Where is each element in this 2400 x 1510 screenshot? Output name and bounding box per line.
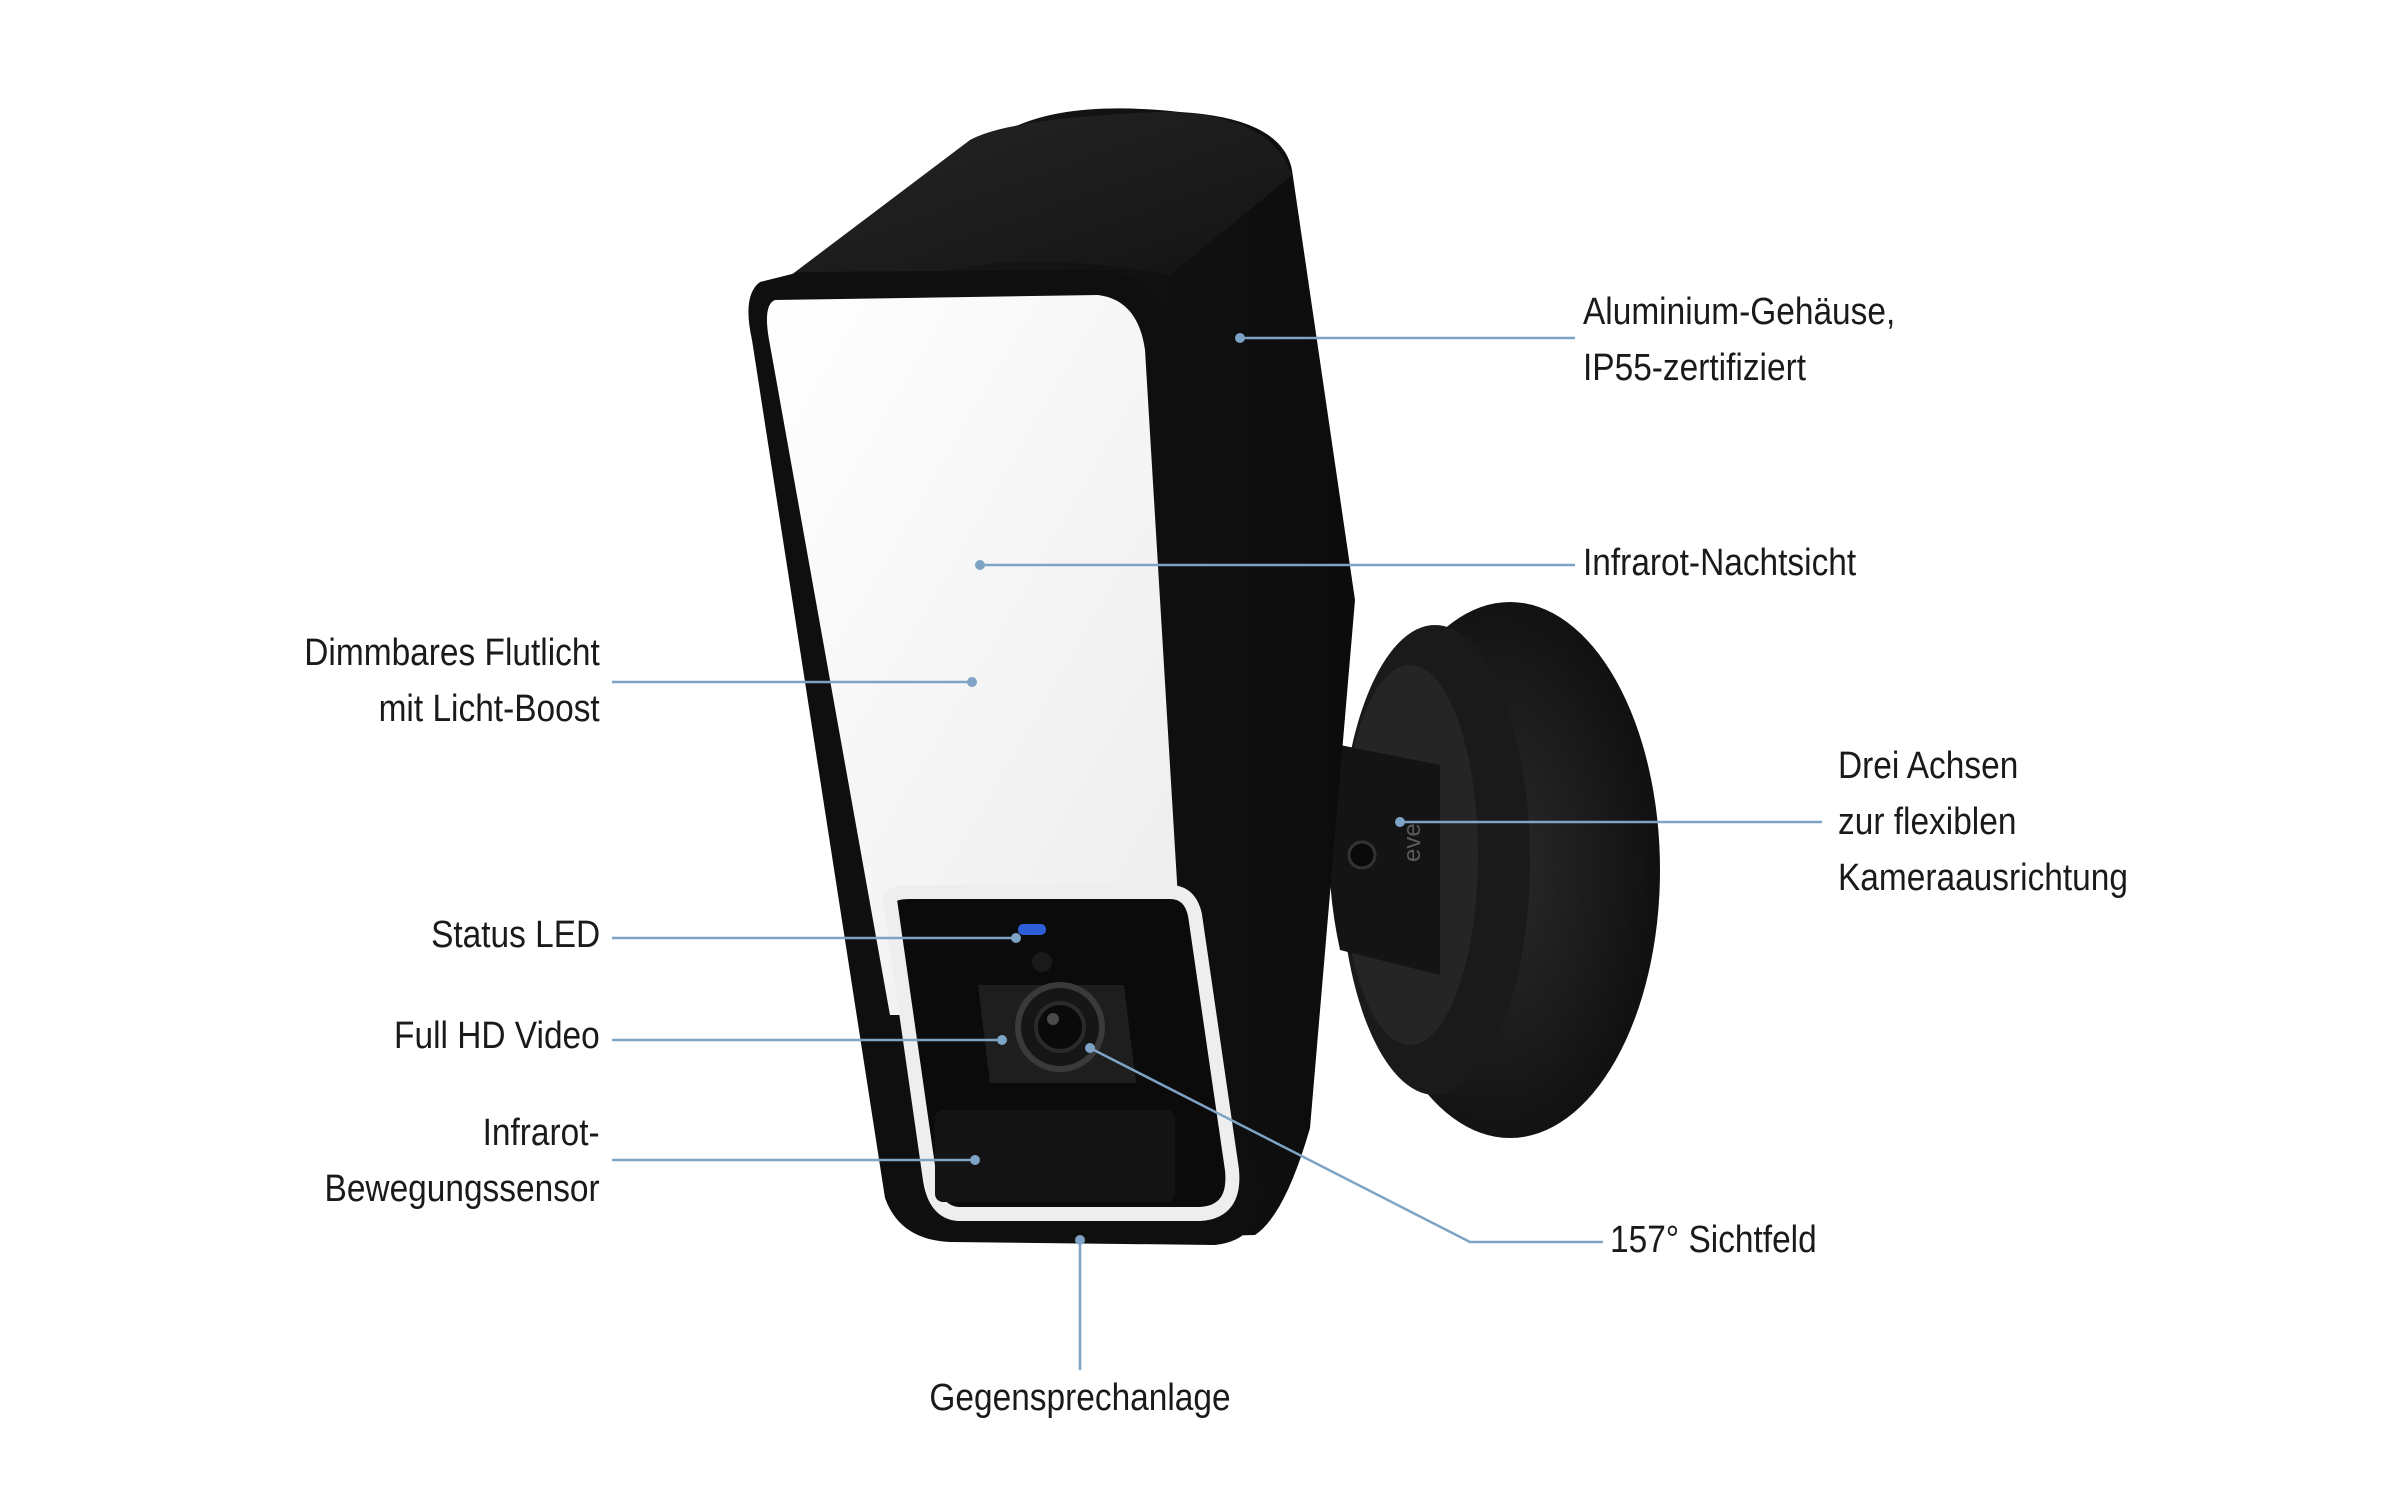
callout-night-vision: Infrarot-Nachtsicht <box>1583 535 1856 591</box>
status-led <box>1018 924 1046 935</box>
callout-housing-line-1: Aluminium-Gehäuse, <box>1583 291 1896 333</box>
callout-intercom: Gegensprechanlage <box>904 1370 1256 1426</box>
callout-intercom-line-1: Gegensprechanlage <box>929 1377 1231 1419</box>
callout-status-led: Status LED <box>431 907 600 963</box>
callout-status-led-line-1: Status LED <box>430 914 600 956</box>
callout-motion-sensor-line-1: Infrarot- <box>482 1112 600 1154</box>
camera-housing <box>748 108 1355 1245</box>
wall-mount: eve <box>1329 602 1660 1138</box>
callout-field-of-view: 157° Sichtfeld <box>1610 1212 1817 1268</box>
leader-lines <box>612 336 1822 1370</box>
callout-motion-sensor: Infrarot- Bewegungssensor <box>325 1105 600 1217</box>
callout-axes: Drei Achsen zur flexiblen Kameraausricht… <box>1838 738 2128 906</box>
leader-dots <box>967 333 1405 1245</box>
callout-axes-line-3: Kameraausrichtung <box>1838 857 2128 899</box>
callout-video: Full HD Video <box>394 1008 600 1064</box>
callout-floodlight-line-1: Dimmbares Flutlicht <box>304 632 600 674</box>
callout-night-vision-line-1: Infrarot-Nachtsicht <box>1583 542 1857 584</box>
callout-field-of-view-line-1: 157° Sichtfeld <box>1610 1219 1817 1261</box>
callout-axes-line-1: Drei Achsen <box>1838 745 2019 787</box>
callout-motion-sensor-line-2: Bewegungssensor <box>324 1168 600 1210</box>
mount-logo: eve <box>1399 823 1426 862</box>
callout-housing: Aluminium-Gehäuse, IP55-zertifiziert <box>1583 284 1895 396</box>
motion-sensor-window <box>935 1110 1175 1202</box>
leader-field-of-view <box>1089 1046 1603 1244</box>
floodlight-panel <box>766 295 1185 1015</box>
callout-floodlight-line-2: mit Licht-Boost <box>378 688 600 730</box>
callout-housing-line-2: IP55-zertifiziert <box>1583 347 1806 389</box>
callout-video-line-1: Full HD Video <box>394 1015 600 1057</box>
callout-floodlight: Dimmbares Flutlicht mit Licht-Boost <box>305 625 600 737</box>
callout-axes-line-2: zur flexiblen <box>1838 801 2017 843</box>
